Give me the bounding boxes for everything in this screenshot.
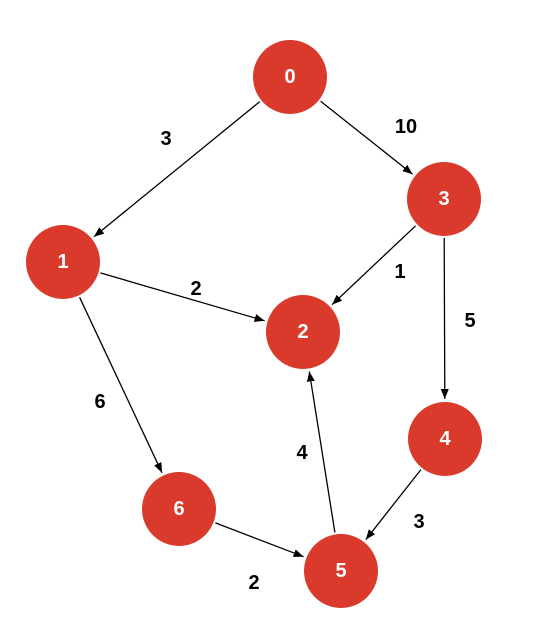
node-label-3: 3	[438, 188, 449, 210]
edge-3-to-4	[440, 237, 449, 400]
edge-4-to-5	[365, 469, 422, 541]
node-circle-1	[26, 225, 100, 299]
node-label-6: 6	[173, 498, 184, 520]
node-6: 6	[142, 472, 216, 546]
node-2: 2	[266, 295, 340, 369]
edge-0-to-3	[320, 100, 414, 175]
node-circle-2	[266, 295, 340, 369]
node-label-0: 0	[284, 66, 295, 88]
node-label-1: 1	[57, 251, 68, 273]
node-circle-5	[304, 534, 378, 608]
node-5: 5	[304, 534, 378, 608]
edge-3-to-2	[331, 225, 417, 306]
node-label-4: 4	[439, 428, 451, 450]
edge-5-to-2	[306, 371, 336, 533]
edge-weight-3-to-2: 1	[394, 261, 405, 283]
node-3: 3	[407, 162, 481, 236]
edge-0-to-1	[93, 101, 261, 238]
edge-weight-6-to-5: 2	[248, 572, 259, 594]
edge-weight-4-to-5: 3	[413, 511, 424, 533]
node-label-5: 5	[335, 560, 346, 582]
edge-1-to-6	[79, 297, 163, 474]
node-circle-4	[408, 402, 482, 476]
edge-weight-0-to-3: 10	[395, 116, 417, 138]
edge-weight-3-to-4: 5	[464, 310, 475, 332]
node-label-2: 2	[297, 321, 308, 343]
node-0: 0	[253, 40, 327, 114]
node-1: 1	[26, 225, 100, 299]
nodes-layer: 0 1 2 3 4 5 6	[26, 40, 482, 608]
edge-weight-5-to-2: 4	[296, 442, 308, 464]
node-circle-6	[142, 472, 216, 546]
node-4: 4	[408, 402, 482, 476]
node-circle-0	[253, 40, 327, 114]
edge-weight-0-to-1: 3	[160, 128, 171, 150]
edges-layer: 3 10 2 6 1 5 3 4 2	[79, 100, 476, 594]
edge-weight-1-to-6: 6	[94, 391, 105, 413]
edge-1-to-2	[100, 272, 265, 322]
node-circle-3	[407, 162, 481, 236]
edge-6-to-5	[215, 522, 304, 558]
edge-weight-1-to-2: 2	[190, 278, 201, 300]
